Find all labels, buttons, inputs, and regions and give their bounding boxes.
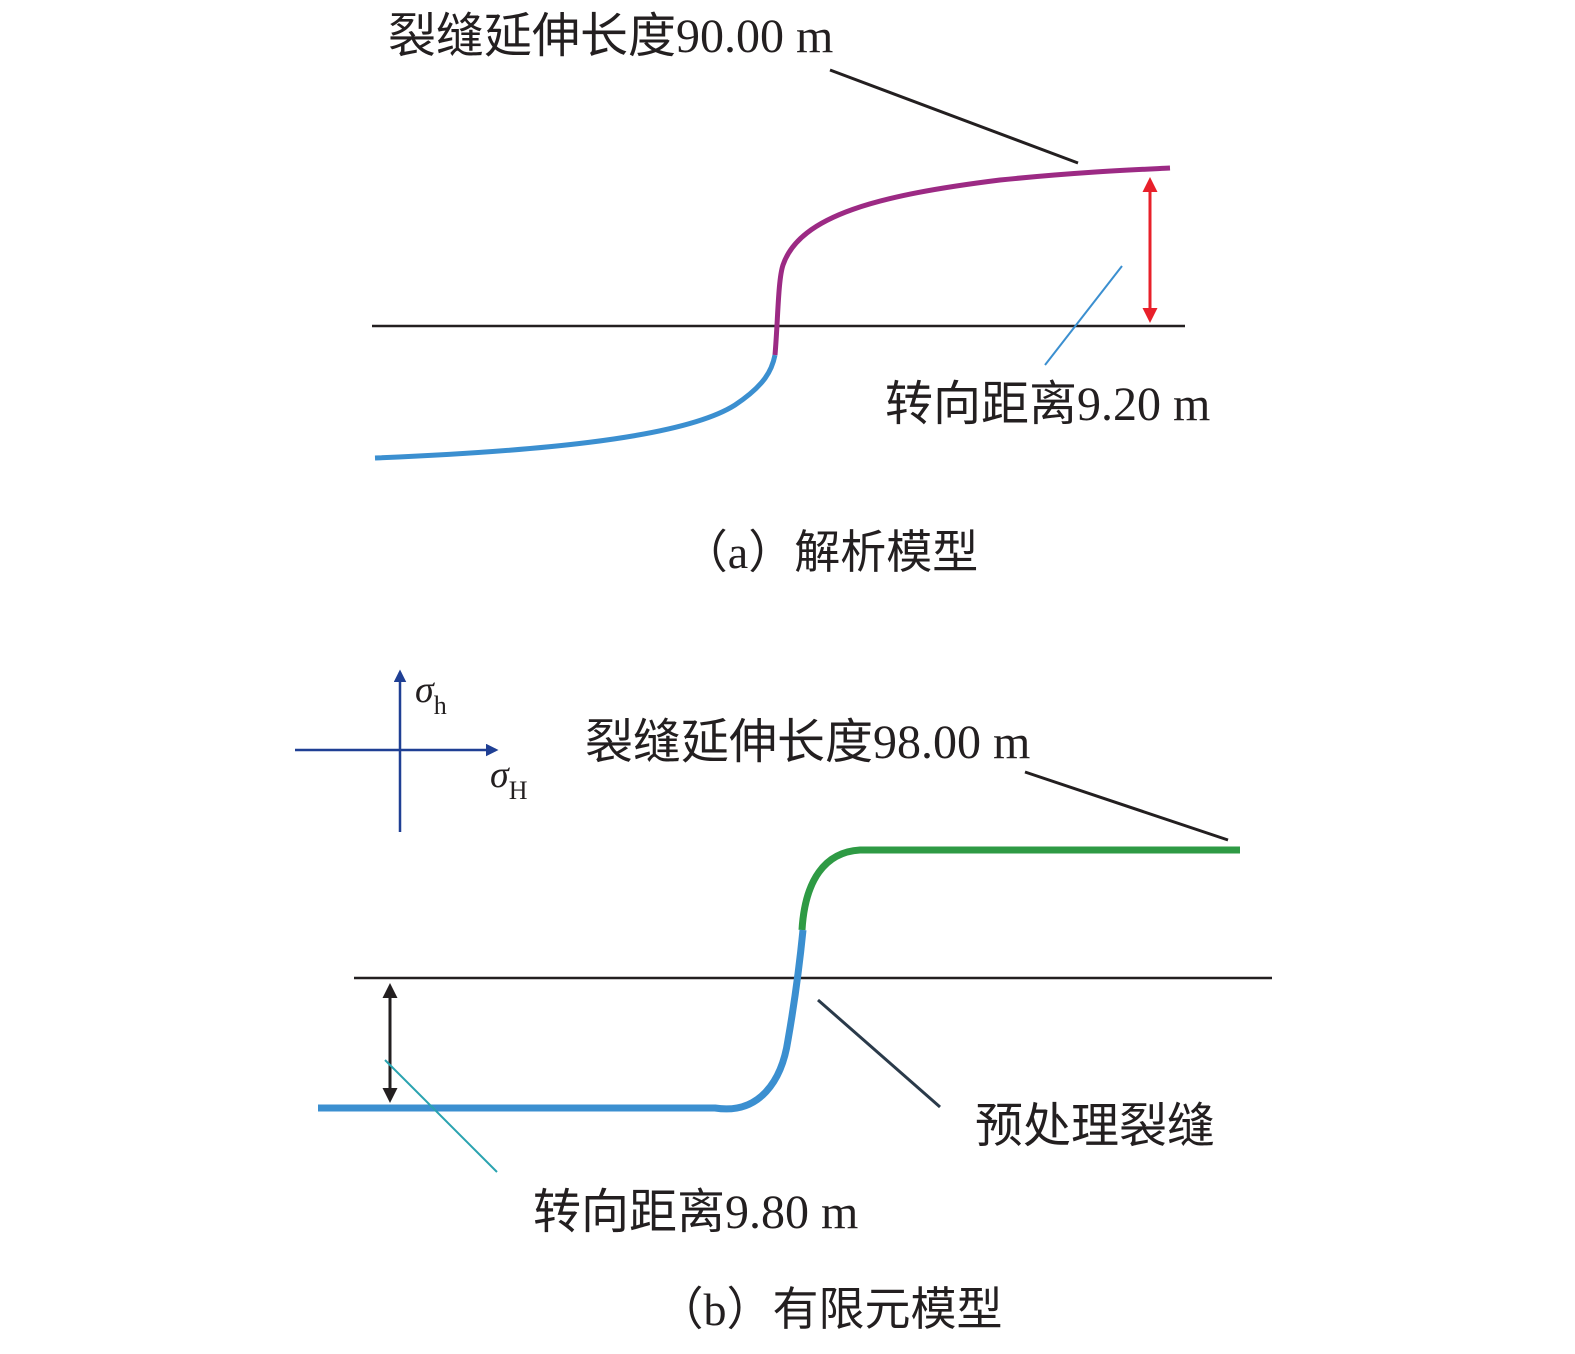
length-leader-a xyxy=(829,68,1079,165)
length-label-a: 裂缝延伸长度90.00 m xyxy=(388,10,833,63)
upper-branch-a xyxy=(772,165,1171,356)
length-leader-b xyxy=(1024,770,1229,842)
preprocessed-label-b: 预处理裂缝 xyxy=(975,1100,1215,1153)
caption-b: （b）有限元模型 xyxy=(658,1284,1003,1335)
deflection-label-b: 转向距离9.80 m xyxy=(533,1186,858,1239)
caption-a: （a）解析模型 xyxy=(682,527,978,578)
preprocessed-leader-b xyxy=(817,998,941,1109)
preprocessed-fracture-b xyxy=(318,929,807,1113)
deflection-leader-b xyxy=(384,1059,498,1173)
sigma-h-label: σh xyxy=(415,669,447,720)
panel-a: 裂缝延伸长度90.00 m 转向距离9.20 m （a）解析模型 xyxy=(372,10,1210,578)
panel-b: σh σH 裂缝延伸长度98.00 m 预处理裂缝 转向距离9.80 m （b）… xyxy=(295,669,1272,1335)
length-label-b: 裂缝延伸长度98.00 m xyxy=(585,716,1030,769)
deflection-label-a: 转向距离9.20 m xyxy=(885,378,1210,431)
sigma-H-label: σH xyxy=(490,754,528,805)
deflection-leader-a xyxy=(1044,265,1123,366)
lower-branch-a xyxy=(374,354,778,461)
new-fracture-b xyxy=(798,846,1240,931)
stress-axes: σh σH xyxy=(295,669,528,832)
